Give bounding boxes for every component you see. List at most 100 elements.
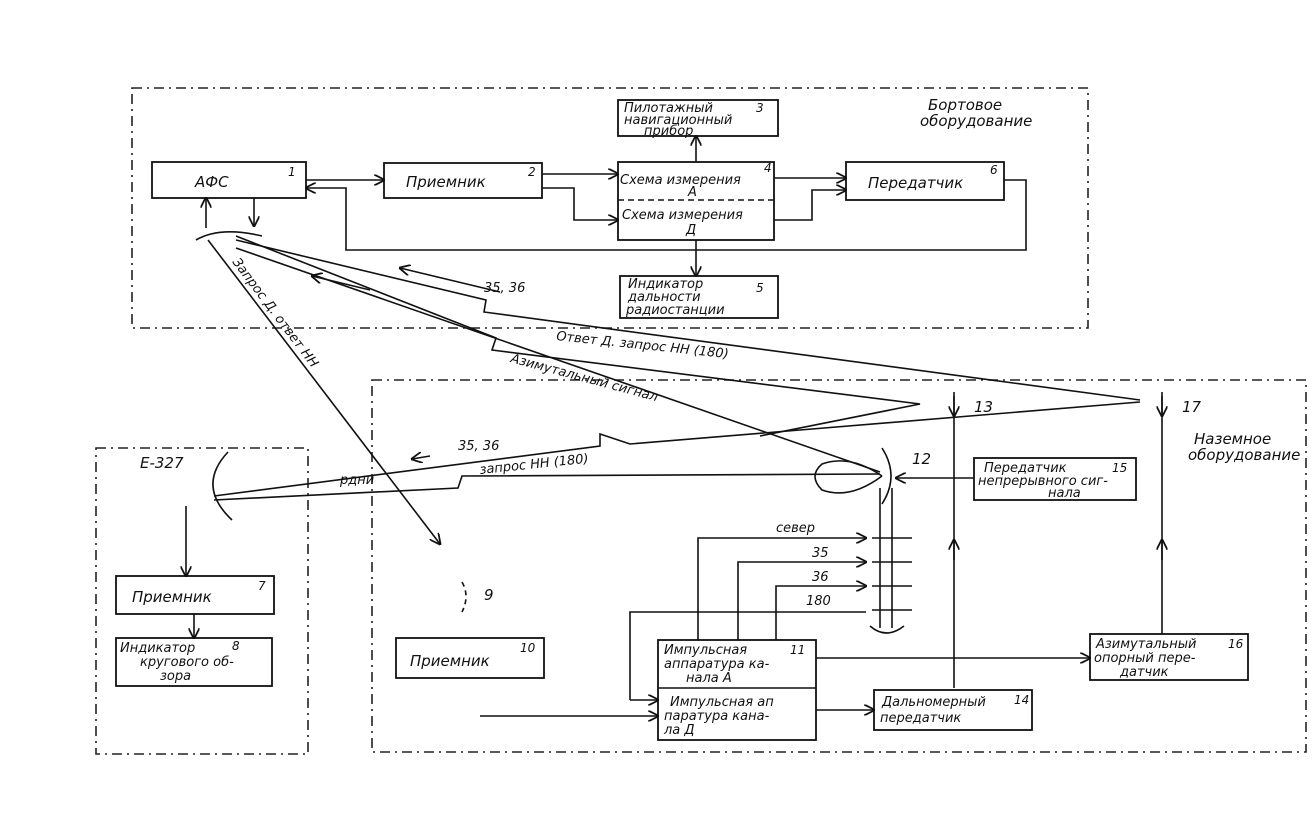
- sig-36-label: 36: [812, 570, 829, 585]
- onboard-title-1: Бортовое: [928, 96, 1002, 114]
- az16-num: 16: [1228, 637, 1244, 651]
- ant13-num: 13: [974, 398, 993, 416]
- link-3536-b-label: 35, 36: [458, 439, 499, 454]
- continuous-transmitter-block: Передатчик непрерывного сиг- нала 15: [973, 457, 1137, 501]
- onboard-receiver-label: Приемник: [406, 173, 486, 191]
- ant12-num: 12: [912, 450, 931, 468]
- ant12-lobe-icon: [814, 460, 883, 494]
- e327-equipment: Е-327 Приемник 7 Индикатор кругового об-…: [95, 447, 309, 755]
- link-3536-b: [213, 401, 1141, 497]
- rng-line-1: Дальномерный: [881, 695, 986, 710]
- range-ind-num: 5: [756, 281, 764, 295]
- pilot-line-3: прибор: [644, 124, 693, 139]
- ground-receiver-block: Приемник 10: [395, 637, 545, 679]
- imp-a-line-3: нала А: [686, 671, 732, 686]
- e327-frame: [95, 447, 309, 755]
- ground-equipment: Наземное оборудование 9 Приемник 10 Импу…: [371, 379, 1307, 753]
- ant12-group: 12: [814, 447, 931, 634]
- tx15-line-1: Передатчик: [984, 461, 1067, 476]
- ground-title-2: оборудование: [1188, 446, 1300, 464]
- ground-receiver-num: 10: [520, 641, 536, 655]
- sig-180-line: [629, 611, 866, 700]
- afs-block: АФС 1: [151, 161, 307, 199]
- imp-d-line-2: паратура кана-: [664, 709, 770, 724]
- onboard-title-2: оборудование: [920, 112, 1032, 130]
- onboard-equipment: Бортовое оборудование АФС 1 Приемник 2 П…: [131, 87, 1089, 329]
- ant17-num: 17: [1182, 398, 1202, 416]
- ground-title-1: Наземное: [1194, 430, 1271, 448]
- onboard-transmitter-num: 6: [990, 163, 998, 177]
- tx15-line-2: непрерывного сиг-: [978, 474, 1108, 489]
- meas-d-line-1: Схема измерения: [622, 208, 743, 223]
- ground-frame: [371, 379, 1307, 753]
- pilot-line-1: Пилотажный: [624, 101, 713, 116]
- range-ind-line-1: Индикатор: [628, 277, 703, 292]
- range-ind-line-3: радиостанции: [625, 303, 725, 318]
- onboard-transmitter-label: Передатчик: [868, 174, 963, 192]
- azimuth-signal-label: Азимутальный сигнал: [508, 351, 659, 405]
- transmitter-to-afs-loop: [306, 179, 1027, 251]
- meas-num: 4: [764, 161, 772, 175]
- afs-label: АФС: [194, 173, 229, 191]
- afs-num: 1: [288, 165, 296, 179]
- sig-180-label: 180: [806, 594, 831, 609]
- e327-indicator-block: Индикатор кругового об- зора 8: [115, 637, 273, 687]
- imp-d-line-1: Импульсная ап: [670, 695, 774, 710]
- pulse-apparatus-block: Импульсная аппаратура ка- нала А 11 Импу…: [657, 639, 817, 741]
- request-answer-link: [207, 239, 440, 544]
- meas-a-line-1: Схема измерения: [620, 173, 741, 188]
- range-ind-line-2: дальности: [627, 290, 701, 305]
- request-nn-link: [213, 473, 881, 501]
- ant9-icon: [461, 581, 467, 613]
- ant12-reflector-icon: [881, 447, 892, 505]
- pilot-num: 3: [756, 101, 764, 115]
- e327-indicator-line-3: зора: [160, 669, 191, 684]
- ground-receiver-label: Приемник: [410, 652, 490, 670]
- tx15-num: 15: [1112, 461, 1127, 475]
- e327-title: Е-327: [140, 454, 184, 472]
- azimuth-signal-link: [235, 247, 881, 473]
- range-transmitter-block: Дальномерный передатчик 14: [873, 689, 1033, 731]
- meas-d-line-2: Д: [685, 223, 696, 238]
- az16-line-2: опорный пере-: [1094, 651, 1196, 666]
- answer-request-link: [235, 235, 921, 437]
- sig-35-label: 35: [812, 546, 829, 561]
- imp-a-line-1: Импульсная: [664, 643, 747, 658]
- measurement-block: Схема измерения А Схема измерения Д 4: [617, 161, 775, 241]
- sig-north-label: север: [776, 521, 815, 536]
- rng-line-2: передатчик: [880, 711, 961, 726]
- e327-receiver-label: Приемник: [132, 588, 212, 606]
- e327-indicator-line-2: кругового об-: [140, 655, 234, 670]
- pilot-instrument-block: Пилотажный навигационный прибор 3: [617, 99, 779, 139]
- e327-receiver-num: 7: [258, 579, 266, 593]
- az16-line-1: Азимутальный: [1095, 637, 1196, 652]
- imp-a-line-2: аппаратура ка-: [664, 657, 770, 672]
- meas-d-to-transmitter-arrow: [774, 190, 846, 221]
- sig-36-line: [775, 586, 866, 640]
- link-3536-a-arrow: [400, 268, 501, 293]
- e327-indicator-num: 8: [232, 639, 240, 653]
- imp-d-line-3: ла Д: [663, 723, 695, 738]
- receiver-to-meas-d-arrow: [542, 187, 618, 220]
- sig-north-line: [697, 538, 866, 640]
- link-3536-b-arrow: [412, 456, 431, 459]
- ant12-base-icon: [869, 625, 905, 634]
- link-3536-a-label: 35, 36: [484, 281, 525, 296]
- onboard-receiver-block: Приемник 2: [383, 162, 543, 199]
- ant9-num: 9: [484, 586, 494, 604]
- e327-antenna-icon: [212, 451, 233, 521]
- request-nn-label: запрос НН (180): [479, 452, 589, 478]
- tx15-line-3: нала: [1048, 486, 1081, 501]
- afs-antenna-icon: [195, 231, 263, 241]
- e327-receiver-block: Приемник 7: [115, 575, 275, 615]
- e327-indicator-line-1: Индикатор: [120, 641, 195, 656]
- onboard-receiver-num: 2: [528, 165, 536, 179]
- range-indicator-block: Индикатор дальности радиостанции 5: [619, 275, 779, 319]
- imp-num: 11: [790, 643, 805, 657]
- onboard-transmitter-block: Передатчик 6: [845, 161, 1005, 201]
- rdni-label: рдни: [339, 473, 374, 488]
- onboard-frame: [131, 87, 1089, 329]
- az16-line-3: датчик: [1119, 665, 1169, 680]
- rng-num: 14: [1014, 693, 1029, 707]
